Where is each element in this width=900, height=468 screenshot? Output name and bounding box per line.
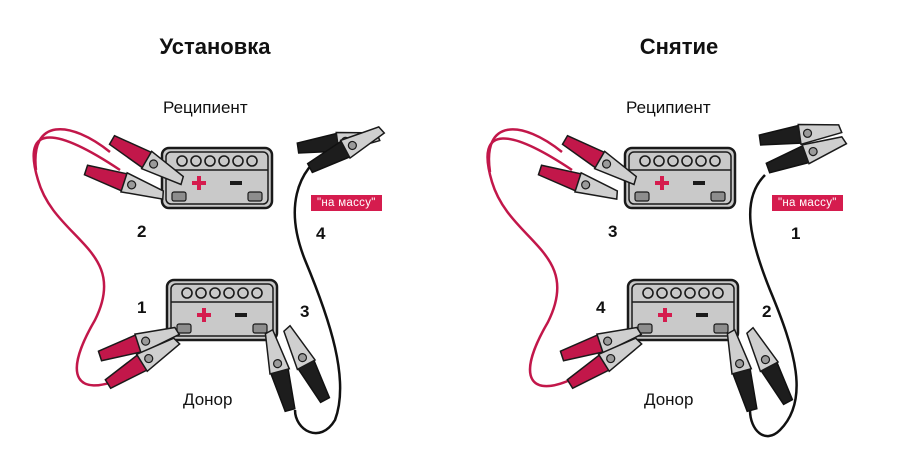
removal-step-donor-minus: 2 bbox=[762, 302, 772, 321]
removal-diagram bbox=[486, 117, 850, 438]
black-cable bbox=[293, 148, 342, 435]
removal-ground-badge: "на массу" bbox=[772, 195, 843, 211]
removal-title: Снятие bbox=[639, 34, 719, 59]
removal-recipient-label: Реципиент bbox=[626, 98, 711, 117]
removal-step-donor-plus: 4 bbox=[596, 298, 606, 317]
removal-donor-label: Донор bbox=[644, 390, 694, 409]
install-step-recipient-plus: 2 bbox=[137, 222, 147, 241]
red-cable bbox=[32, 136, 121, 387]
install-title: Установка bbox=[159, 34, 271, 59]
install-recipient-label: Реципиент bbox=[163, 98, 248, 117]
red-cable bbox=[486, 137, 573, 388]
install-step-ground: 4 bbox=[316, 224, 326, 243]
install-step-donor-plus: 1 bbox=[137, 298, 147, 317]
install-ground-badge: "на массу" bbox=[311, 195, 382, 211]
install-donor-label: Донор bbox=[183, 390, 233, 409]
install-step-donor-minus: 3 bbox=[300, 302, 310, 321]
install-panel: Установка Реципиент Донор "на массу" 2 1… bbox=[32, 34, 388, 435]
removal-step-recipient-plus: 3 bbox=[608, 222, 618, 241]
removal-step-ground: 1 bbox=[791, 224, 801, 243]
recipient-battery bbox=[623, 146, 737, 210]
install-diagram bbox=[32, 119, 388, 435]
black-cable bbox=[748, 174, 798, 438]
donor-battery bbox=[165, 278, 279, 342]
donor-battery bbox=[626, 278, 740, 342]
removal-panel: Снятие Реципиент Донор "на массу" 3 4 2 … bbox=[450, 0, 900, 468]
